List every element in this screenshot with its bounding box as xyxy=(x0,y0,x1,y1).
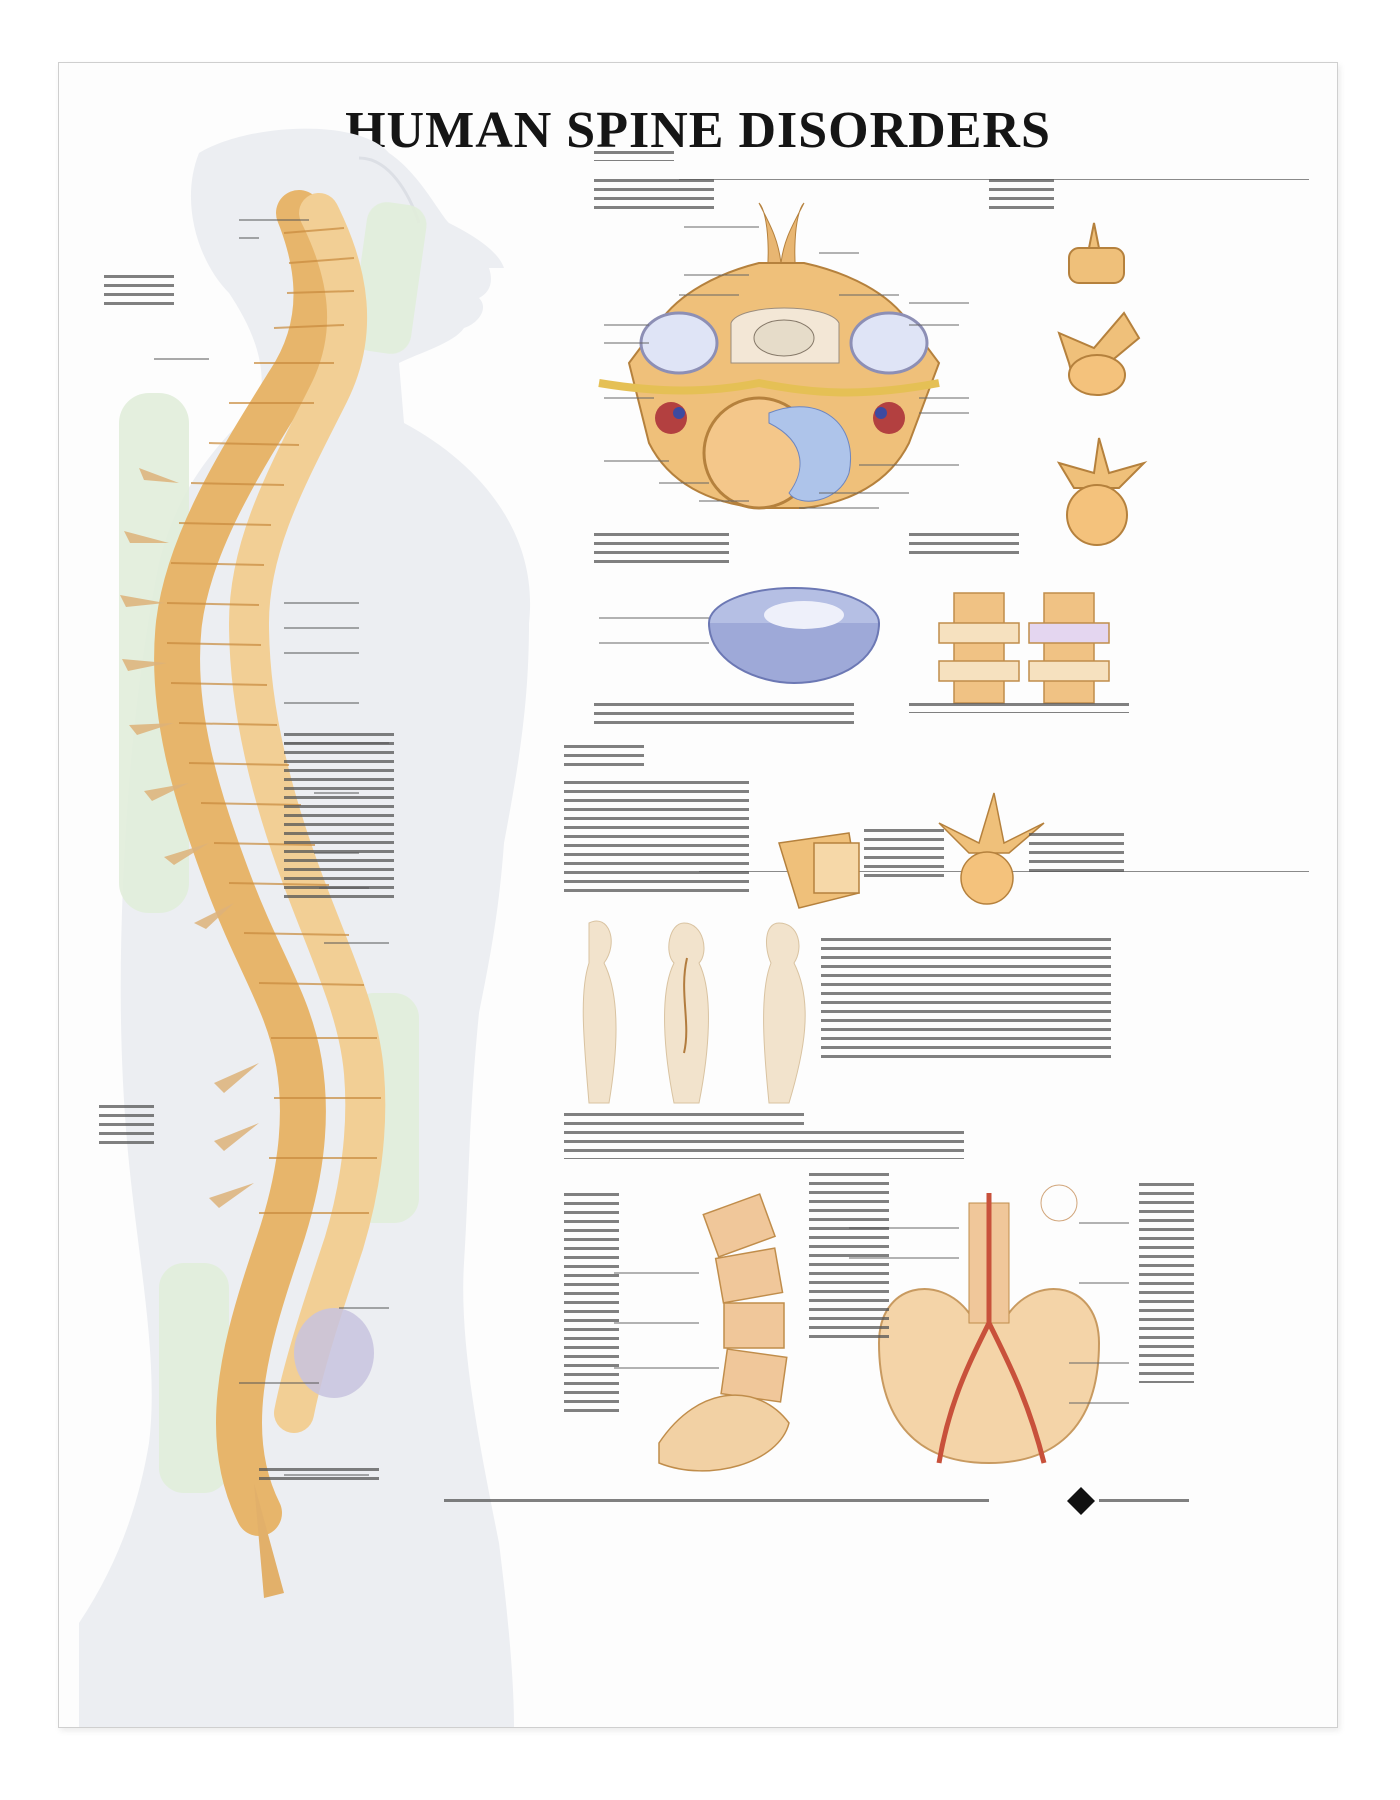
anatomy-header-text xyxy=(594,151,674,161)
intervertebral-disc-icon xyxy=(708,587,880,685)
vertebra-views-label xyxy=(989,179,1054,209)
pathology-vertebra-icon xyxy=(778,792,1045,909)
pelvis-labels-left xyxy=(809,1173,889,1343)
pelvis-labels-right xyxy=(1139,1183,1194,1383)
vertebra-views-icon xyxy=(1056,222,1148,546)
disc-degeneration-icon xyxy=(938,592,1110,704)
pathology-body-text xyxy=(564,781,749,893)
lumbar-labels-text xyxy=(564,1193,619,1413)
degeneration-label xyxy=(909,533,1019,555)
vertebra-cross-section-icon xyxy=(598,202,941,510)
page-title: HUMAN SPINE DISORDERS xyxy=(345,102,1051,159)
lumbar-column-icon xyxy=(658,1193,790,1472)
posture-figures-icon xyxy=(582,920,806,1104)
pelvis-arteries-icon xyxy=(877,1184,1101,1465)
footer-right-text xyxy=(1099,1499,1189,1505)
degeneration-caption-text xyxy=(909,703,1129,713)
poster: HUMAN SPINE DISORDERS xyxy=(58,62,1338,1728)
poster-artwork xyxy=(79,128,1148,1727)
pathology-right-text xyxy=(1029,833,1124,873)
cervical-band xyxy=(351,202,427,354)
spine-labels-top xyxy=(104,275,174,310)
thoracic-band xyxy=(119,393,189,913)
disc-caption-text xyxy=(594,703,854,725)
causes-body-text xyxy=(564,1131,964,1159)
spine-labels-lumbar xyxy=(99,1105,154,1150)
cross-section-label xyxy=(594,179,714,209)
footer-text xyxy=(444,1499,989,1505)
pathology-header-text xyxy=(564,745,644,769)
posture-text xyxy=(821,938,1111,1058)
publisher-logo-icon xyxy=(1067,1487,1095,1515)
pathology-labels-text xyxy=(864,829,944,879)
sacral-band xyxy=(159,1263,229,1493)
spine-labels-bottom xyxy=(259,1468,379,1480)
disc-label xyxy=(594,533,729,563)
spine-labels-mid xyxy=(284,733,394,903)
causes-header-text xyxy=(564,1113,804,1128)
